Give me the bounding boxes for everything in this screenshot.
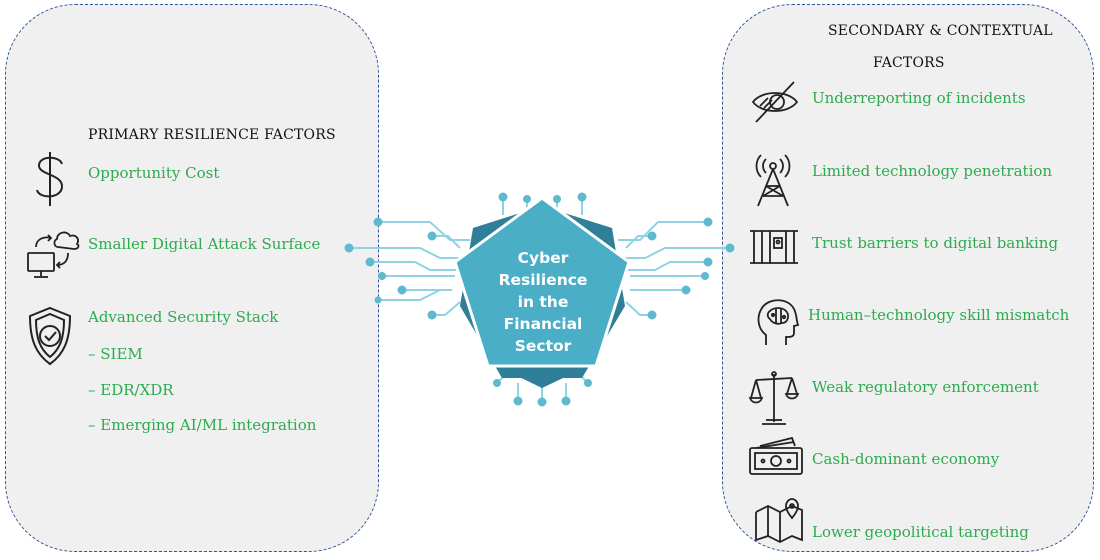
left-subitem-edr-xdr: – EDR/XDR: [88, 381, 174, 399]
cloud-computer-icon: [27, 231, 80, 278]
right-item-trust-barriers: Trust barriers to digital banking: [812, 234, 1059, 252]
left-subitem-ai-ml: – Emerging AI/ML integration: [88, 416, 317, 434]
right-item-geopolitical-targeting: Lower geopolitical targeting: [812, 523, 1029, 541]
jail-bars-icon: [750, 230, 798, 264]
primary-factors-heading: PRIMARY RESILIENCE FACTORS: [88, 127, 336, 143]
primary-factors-panel: [5, 4, 379, 552]
pentagon-main: [453, 196, 631, 368]
circuit-nodes: [344, 192, 735, 407]
right-item-technology-penetration: Limited technology penetration: [812, 162, 1053, 180]
right-item-cash-economy: Cash-dominant economy: [812, 450, 1000, 468]
scales-icon: [748, 371, 800, 425]
pentagon-back: [505, 370, 580, 388]
radio-tower-icon: [755, 154, 791, 207]
cash-icon: [749, 436, 803, 475]
left-item-opportunity-cost: Opportunity Cost: [88, 164, 220, 182]
shield-check-icon: [28, 306, 72, 366]
center-label-line-2: Resilience: [498, 271, 588, 289]
right-item-skill-mismatch: Human–technology skill mismatch: [808, 306, 1070, 324]
left-item-security-stack: Advanced Security Stack: [88, 308, 279, 326]
dollar-icon: [36, 152, 64, 206]
secondary-factors-heading-line1: SECONDARY & CONTEXTUAL: [828, 23, 1053, 39]
left-item-attack-surface: Smaller Digital Attack Surface: [88, 235, 321, 253]
eye-slash-icon: [751, 81, 799, 123]
center-label-line-3: in the: [517, 293, 569, 311]
center-label-line-1: Cyber: [517, 249, 569, 267]
right-item-underreporting: Underreporting of incidents: [812, 89, 1026, 107]
brain-head-icon: [757, 299, 800, 345]
secondary-factors-heading-line2: FACTORS: [873, 55, 945, 71]
center-label-line-5: Sector: [514, 337, 572, 355]
right-item-regulatory-enforcement: Weak regulatory enforcement: [812, 378, 1039, 396]
center-label-line-4: Financial: [503, 315, 583, 333]
left-subitem-siem: – SIEM: [88, 345, 143, 363]
map-pin-icon: [755, 498, 803, 544]
secondary-factors-panel: [722, 4, 1094, 552]
